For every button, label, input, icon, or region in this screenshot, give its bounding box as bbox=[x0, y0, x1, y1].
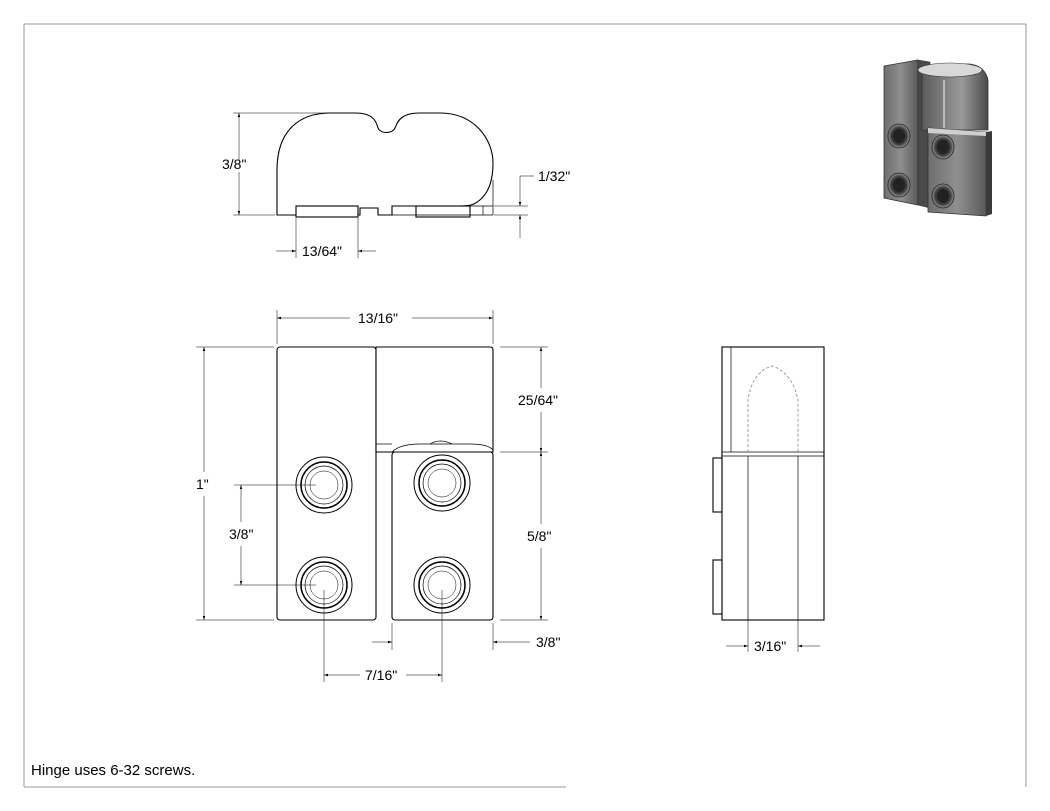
dim-top-offset: 1/32" bbox=[538, 168, 570, 184]
dim-front-upper-height: 25/64" bbox=[518, 392, 558, 408]
side-view bbox=[712, 346, 825, 621]
side-main-body bbox=[721, 346, 825, 621]
screw-note: Hinge uses 6-32 screws. bbox=[31, 762, 196, 779]
dim-right-offset: 3/8" bbox=[536, 634, 560, 650]
drawing-frame bbox=[23, 23, 1027, 788]
top-view-outline bbox=[276, 112, 494, 216]
top-view-pad-right bbox=[415, 205, 471, 218]
side-tab-upper bbox=[712, 457, 723, 513]
dim-hole-spacing-horizontal: 7/16" bbox=[365, 667, 397, 683]
front-view-dimensions: 13/16" 1" 3/8" 25/64" 5/8" 7/16" bbox=[196, 310, 560, 683]
dim-front-width: 13/16" bbox=[358, 310, 398, 326]
dim-front-lower-height: 5/8" bbox=[527, 528, 551, 544]
front-knuckle bbox=[375, 346, 494, 453]
dim-front-height: 1" bbox=[196, 476, 209, 492]
side-hidden-pin bbox=[747, 365, 799, 452]
side-view-dimensions: 3/16" bbox=[726, 620, 820, 654]
dim-side-thickness: 3/16" bbox=[754, 638, 786, 654]
isometric-hinge-render bbox=[883, 59, 992, 217]
side-tab-lower bbox=[712, 559, 723, 615]
dim-top-height: 3/8" bbox=[222, 156, 246, 172]
hole-right-upper bbox=[413, 454, 471, 512]
top-view bbox=[276, 112, 494, 218]
top-view-pad-left bbox=[295, 205, 359, 218]
dim-hole-spacing-vertical: 3/8" bbox=[229, 526, 253, 542]
top-view-dimensions: 3/8" 1/32" 13/64" bbox=[222, 112, 570, 259]
front-view bbox=[276, 346, 494, 621]
dim-top-foot-width: 13/64" bbox=[302, 243, 342, 259]
